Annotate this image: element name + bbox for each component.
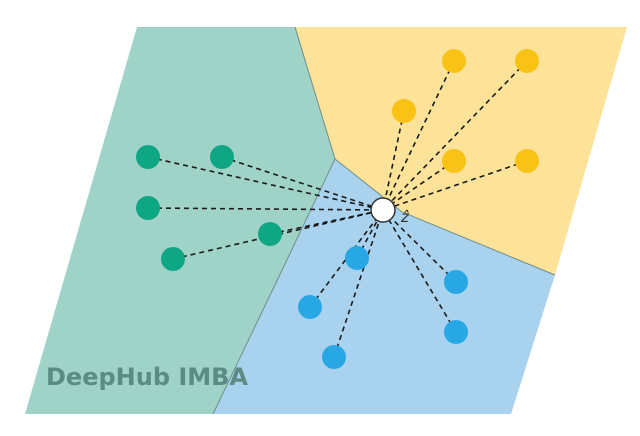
neighbor-edge-green (221, 156, 384, 211)
neighbor-edge-blue (382, 209, 457, 333)
neighbor-edge-yellow (382, 60, 528, 211)
neighbor-edge-yellow (382, 110, 405, 211)
region-green (25, 27, 335, 414)
edges-layer (147, 60, 528, 358)
data-point-yellow (515, 149, 539, 173)
region-blue (213, 159, 555, 414)
data-point-green (136, 196, 160, 220)
region-yellow (295, 27, 627, 275)
data-point-blue (322, 345, 346, 369)
neighbor-edge-green (269, 209, 384, 235)
neighbor-edge-blue (333, 209, 384, 358)
data-point-green (136, 145, 160, 169)
neighbor-edge-blue (382, 209, 457, 283)
region-boundary (334, 158, 556, 276)
data-point-green (210, 145, 234, 169)
neighbor-edge-green (147, 207, 384, 211)
data-point-yellow (442, 149, 466, 173)
neighbor-edge-blue (309, 209, 384, 308)
data-point-blue (444, 320, 468, 344)
neighbor-edge-yellow (382, 160, 528, 211)
data-point-green (161, 247, 185, 271)
data-point-blue (444, 270, 468, 294)
query-point (370, 197, 396, 223)
query-layer: ẑ (370, 197, 410, 226)
region-boundary (212, 26, 336, 415)
regions-layer (25, 26, 627, 415)
neighbor-edge-yellow (382, 60, 455, 211)
data-point-yellow (392, 99, 416, 123)
data-point-yellow (442, 49, 466, 73)
data-point-blue (298, 295, 322, 319)
data-point-blue (345, 246, 369, 270)
points-layer (136, 49, 539, 369)
query-point-label: ẑ (400, 208, 410, 226)
neighbor-edge-green (147, 156, 384, 211)
data-point-green (258, 222, 282, 246)
data-point-yellow (515, 49, 539, 73)
watermark-text: DeepHub IMBA (46, 363, 248, 391)
